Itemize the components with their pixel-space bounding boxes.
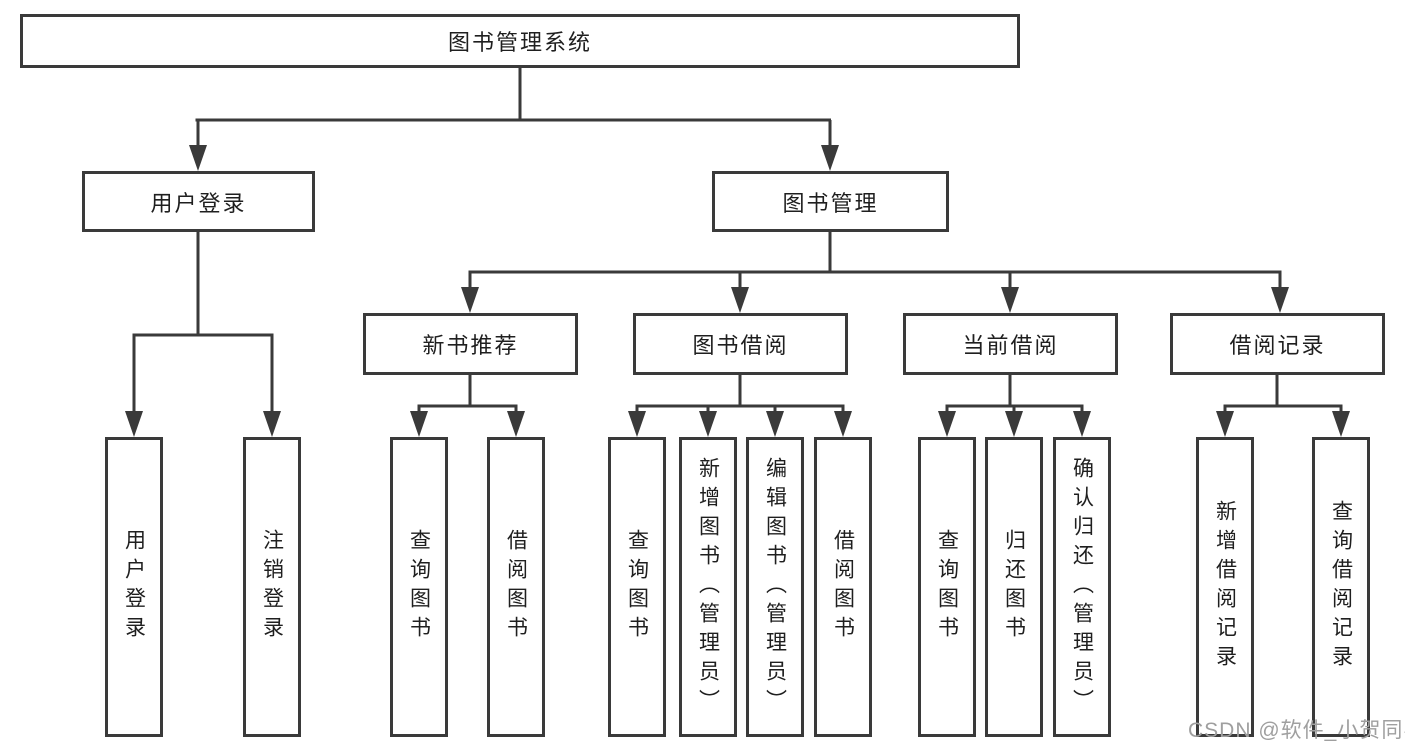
node-new-book-recommend: 新书推荐 bbox=[363, 313, 578, 375]
leaf-add-book-admin: 新增图书（管理员） bbox=[679, 437, 737, 737]
node-borrow-records: 借阅记录 bbox=[1170, 313, 1385, 375]
arrowheads bbox=[125, 145, 1350, 437]
node-root: 图书管理系统 bbox=[20, 14, 1020, 68]
leaf-add-borrow-record: 新增借阅记录 bbox=[1196, 437, 1254, 737]
node-book-management: 图书管理 bbox=[712, 171, 949, 232]
leaf-query-borrow-record: 查询借阅记录 bbox=[1312, 437, 1370, 737]
node-current-borrow: 当前借阅 bbox=[903, 313, 1118, 375]
leaf-query-books-current: 查询图书 bbox=[918, 437, 976, 737]
leaf-confirm-return-admin: 确认归还（管理员） bbox=[1053, 437, 1111, 737]
leaf-borrow-books-borrow: 借阅图书 bbox=[814, 437, 872, 737]
leaf-edit-book-admin: 编辑图书（管理员） bbox=[746, 437, 804, 737]
watermark: CSDN @软件_小贺同学 bbox=[1188, 719, 1405, 742]
leaf-borrow-books-recommend: 借阅图书 bbox=[487, 437, 545, 737]
leaf-query-books-recommend: 查询图书 bbox=[390, 437, 448, 737]
leaf-query-books-borrow: 查询图书 bbox=[608, 437, 666, 737]
node-book-borrow: 图书借阅 bbox=[633, 313, 848, 375]
leaf-user-login: 用户登录 bbox=[105, 437, 163, 737]
leaf-return-book: 归还图书 bbox=[985, 437, 1043, 737]
leaf-logout: 注销登录 bbox=[243, 437, 301, 737]
node-user-login: 用户登录 bbox=[82, 171, 315, 232]
